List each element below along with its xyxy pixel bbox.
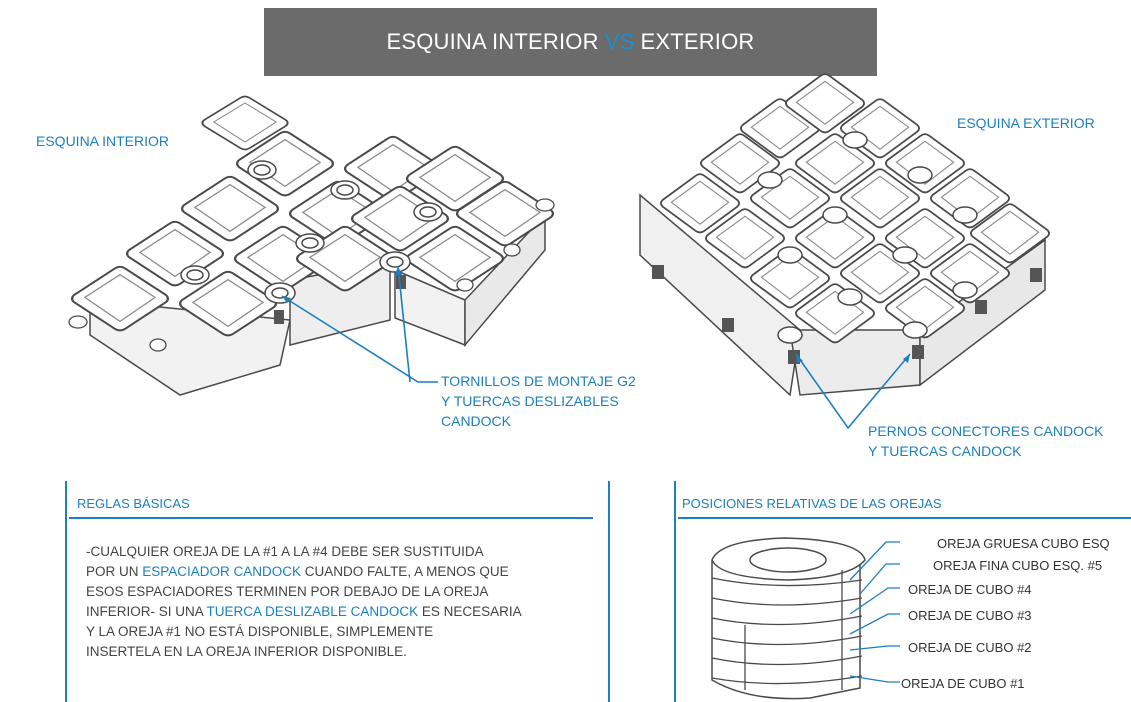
ears-panel [674, 481, 1131, 702]
title-banner: ESQUINA INTERIOR VS EXTERIOR [264, 8, 877, 76]
rules-line2: POR UN ESPACIADOR CANDOCK CUANDO FALTE, … [86, 564, 509, 579]
callout-left-line2: Y TUERCAS DESLIZABLES [441, 393, 619, 409]
rules-panel [65, 481, 610, 702]
rules-line6: INSERTELA EN LA OREJA INFERIOR DISPONIBL… [86, 644, 407, 659]
title-part2: EXTERIOR [640, 29, 755, 54]
slide-nut-link-text: TUERCA DESLIZABLE CANDOCK [206, 604, 419, 619]
callout-left-line1: TORNILLOS DE MONTAJE G2 [441, 373, 636, 389]
rules-line1: -CUALQUIER OREJA DE LA #1 A LA #4 DEBE S… [86, 544, 484, 559]
ear-labels: OREJA GRUESA CUBO ESQ OREJA FINA CUBO ES… [680, 470, 1129, 702]
ear-thick-label: OREJA GRUESA CUBO ESQ [937, 536, 1110, 551]
ear-stack-illustration [711, 537, 900, 700]
interior-corner-label: ESQUINA INTERIOR [36, 133, 170, 149]
callout-right-line1: PERNOS CONECTORES CANDOCK [868, 423, 1104, 439]
exterior-corner-label: ESQUINA EXTERIOR [957, 115, 1095, 131]
ear-thin-label: OREJA FINA CUBO ESQ. #5 [933, 558, 1103, 573]
rules-text: -CUALQUIER OREJA DE LA #1 A LA #4 DEBE S… [86, 542, 586, 662]
rules-panel-divider [69, 517, 593, 519]
callout-right-line2: Y TUERCAS CANDOCK [868, 443, 1022, 459]
title-vs: VS [604, 29, 635, 54]
callout-left-line3: CANDOCK [441, 413, 512, 429]
rules-line5: Y LA OREJA #1 NO ESTÁ DISPONIBLE, SIMPLE… [86, 624, 434, 639]
callout-right: PERNOS CONECTORES CANDOCK Y TUERCAS CAND… [868, 421, 1103, 461]
rules-panel-title: REGLAS BÁSICAS [77, 496, 190, 511]
ear2-label: OREJA DE CUBO #2 [908, 640, 1032, 655]
callout-lines [281, 265, 911, 430]
callout-left: TORNILLOS DE MONTAJE G2 Y TUERCAS DESLIZ… [441, 371, 636, 431]
ears-panel-divider [678, 517, 1131, 519]
ears-panel-title: POSICIONES RELATIVAS DE LAS OREJAS [682, 496, 942, 511]
ear1-label: OREJA DE CUBO #1 [901, 676, 1025, 691]
rules-line3: ESOS ESPACIADORES TERMINEN POR DEBAJO DE… [86, 584, 489, 599]
ear3-label: OREJA DE CUBO #3 [908, 608, 1032, 623]
spacer-link-text: ESPACIADOR CANDOCK [142, 564, 302, 579]
ear4-label: OREJA DE CUBO #4 [908, 582, 1032, 597]
title-part1: ESQUINA INTERIOR [386, 29, 599, 54]
rules-line4: INFERIOR- SI UNA TUERCA DESLIZABLE CANDO… [86, 604, 522, 619]
interior-corner-dock [68, 95, 555, 396]
